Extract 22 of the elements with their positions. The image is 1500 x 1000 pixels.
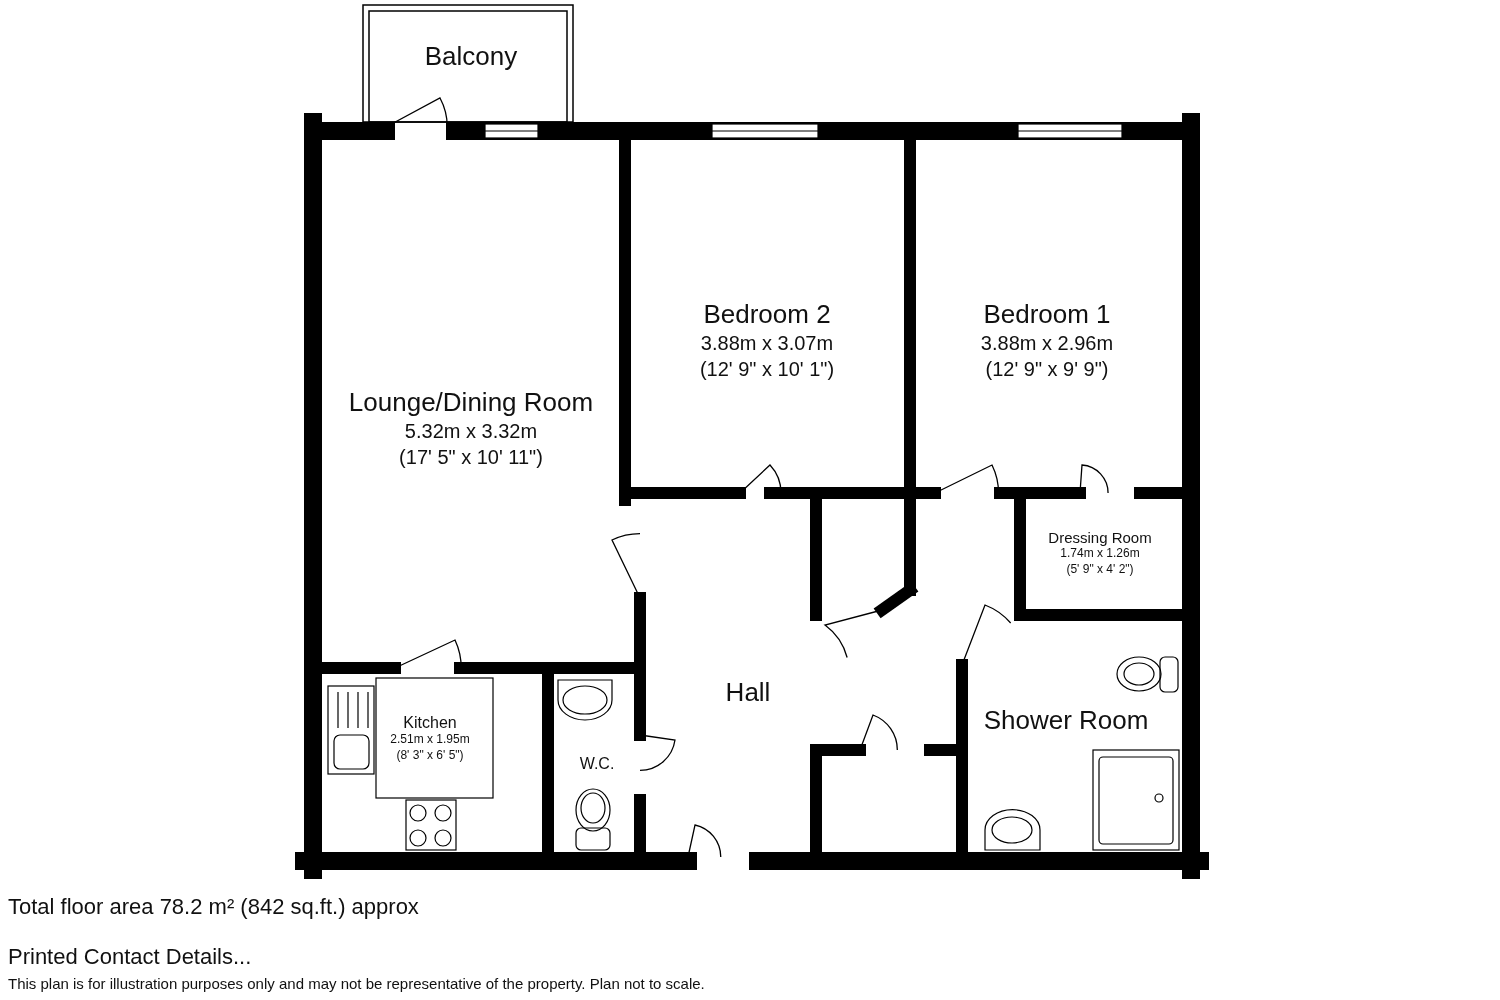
room-dimensions: 3.88m x 3.07m bbox=[700, 330, 834, 356]
plan-note: Total floor area 78.2 m² (842 sq.ft.) approx bbox=[8, 894, 419, 920]
room-name: Bedroom 1 bbox=[983, 300, 1111, 330]
room-name: Shower Room bbox=[983, 706, 1149, 736]
room-dimensions: 1.74m x 1.26m bbox=[1060, 546, 1140, 562]
room-name: Kitchen bbox=[403, 714, 457, 733]
room-dimensions: (12' 9" x 10' 1") bbox=[699, 356, 835, 382]
room-name: Hall bbox=[725, 678, 771, 708]
room-name: Balcony bbox=[424, 42, 518, 72]
room-dimensions: (17' 5" x 10' 11") bbox=[399, 444, 543, 470]
room-dimensions: 3.88m x 2.96m bbox=[980, 330, 1114, 356]
room-name: Lounge/Dining Room bbox=[348, 388, 594, 418]
room-dimensions: 5.32m x 3.32m bbox=[404, 418, 538, 444]
room-name: Dressing Room bbox=[1048, 529, 1152, 547]
room-name: Bedroom 2 bbox=[703, 300, 831, 330]
room-dimensions: 2.51m x 1.95m bbox=[390, 732, 470, 748]
room-dimensions: (5' 9" x 4' 2") bbox=[1066, 561, 1134, 578]
disclaimer-note: This plan is for illustration purposes only and may not be representative of the property. Plan not to scale. bbox=[8, 975, 705, 992]
room-name: W.C. bbox=[579, 755, 615, 774]
room-dimensions: (8' 3" x 6' 5") bbox=[396, 748, 464, 764]
plan-note: Printed Contact Details... bbox=[8, 944, 252, 970]
room-dimensions: (12' 9" x 9' 9") bbox=[985, 356, 1109, 382]
